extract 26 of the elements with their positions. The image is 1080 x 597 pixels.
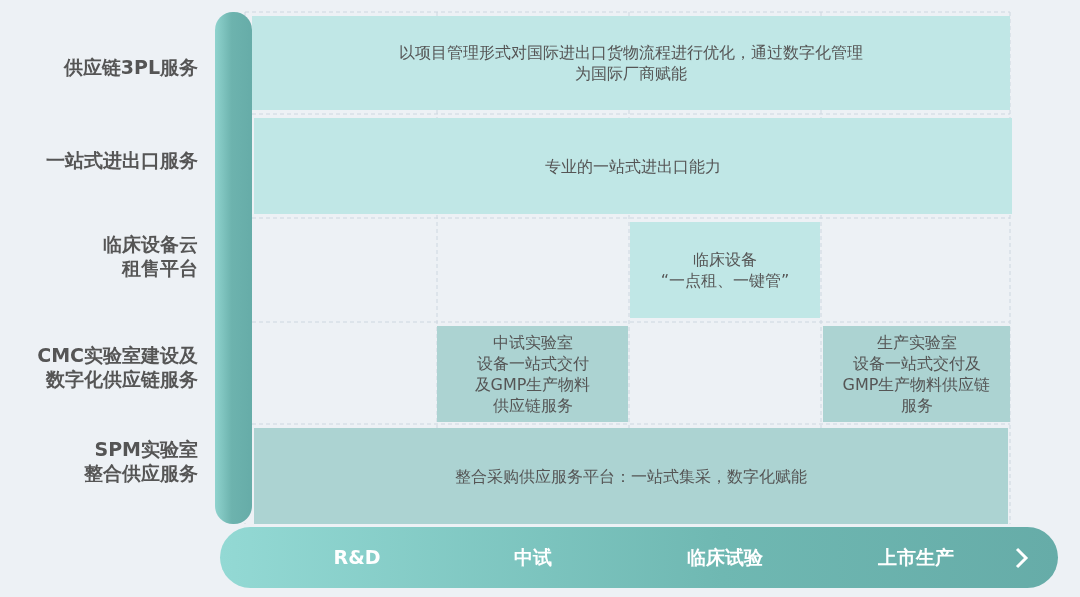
row-label: CMC实验室建设及数字化供应链服务 (36, 343, 198, 391)
row-label: 供应链3PL服务 (62, 55, 198, 79)
box-text: 以项目管理形式对国际进出口货物流程进行优化，通过数字化管理为国际厂商赋能 (398, 42, 864, 84)
service-box (437, 326, 628, 422)
box-title: 生产实验室 (876, 332, 957, 353)
box-text: “一点租、一键管” (660, 270, 790, 291)
stage-band (220, 527, 1058, 588)
stage-label: 中试 (514, 545, 552, 570)
service-band (254, 428, 1008, 524)
box-text: 整合采购供应服务平台：一站式集采，数字化赋能 (455, 465, 807, 487)
stage-label: R&D (333, 545, 381, 570)
service-band (254, 118, 1012, 214)
stage-label: 上市生产 (878, 545, 954, 570)
box-title: 中试实验室 (492, 332, 573, 353)
row-label: 临床设备云租售平台 (102, 232, 198, 280)
row-label: SPM实验室整合供应服务 (83, 437, 198, 485)
vertical-bar (215, 12, 252, 524)
row-label: 一站式进出口服务 (45, 148, 198, 172)
box-text: 专业的一站式进出口能力 (545, 155, 721, 177)
stage-label: 临床试验 (687, 545, 763, 570)
service-box (823, 326, 1010, 422)
service-box (630, 222, 820, 318)
service-band (252, 16, 1010, 110)
box-text: 设备一站式交付及GMP生产物料供应链服务 (473, 353, 592, 416)
box-text: 设备一站式交付及GMP生产物料供应链服务 (841, 353, 992, 416)
box-title: 临床设备 (693, 249, 757, 270)
